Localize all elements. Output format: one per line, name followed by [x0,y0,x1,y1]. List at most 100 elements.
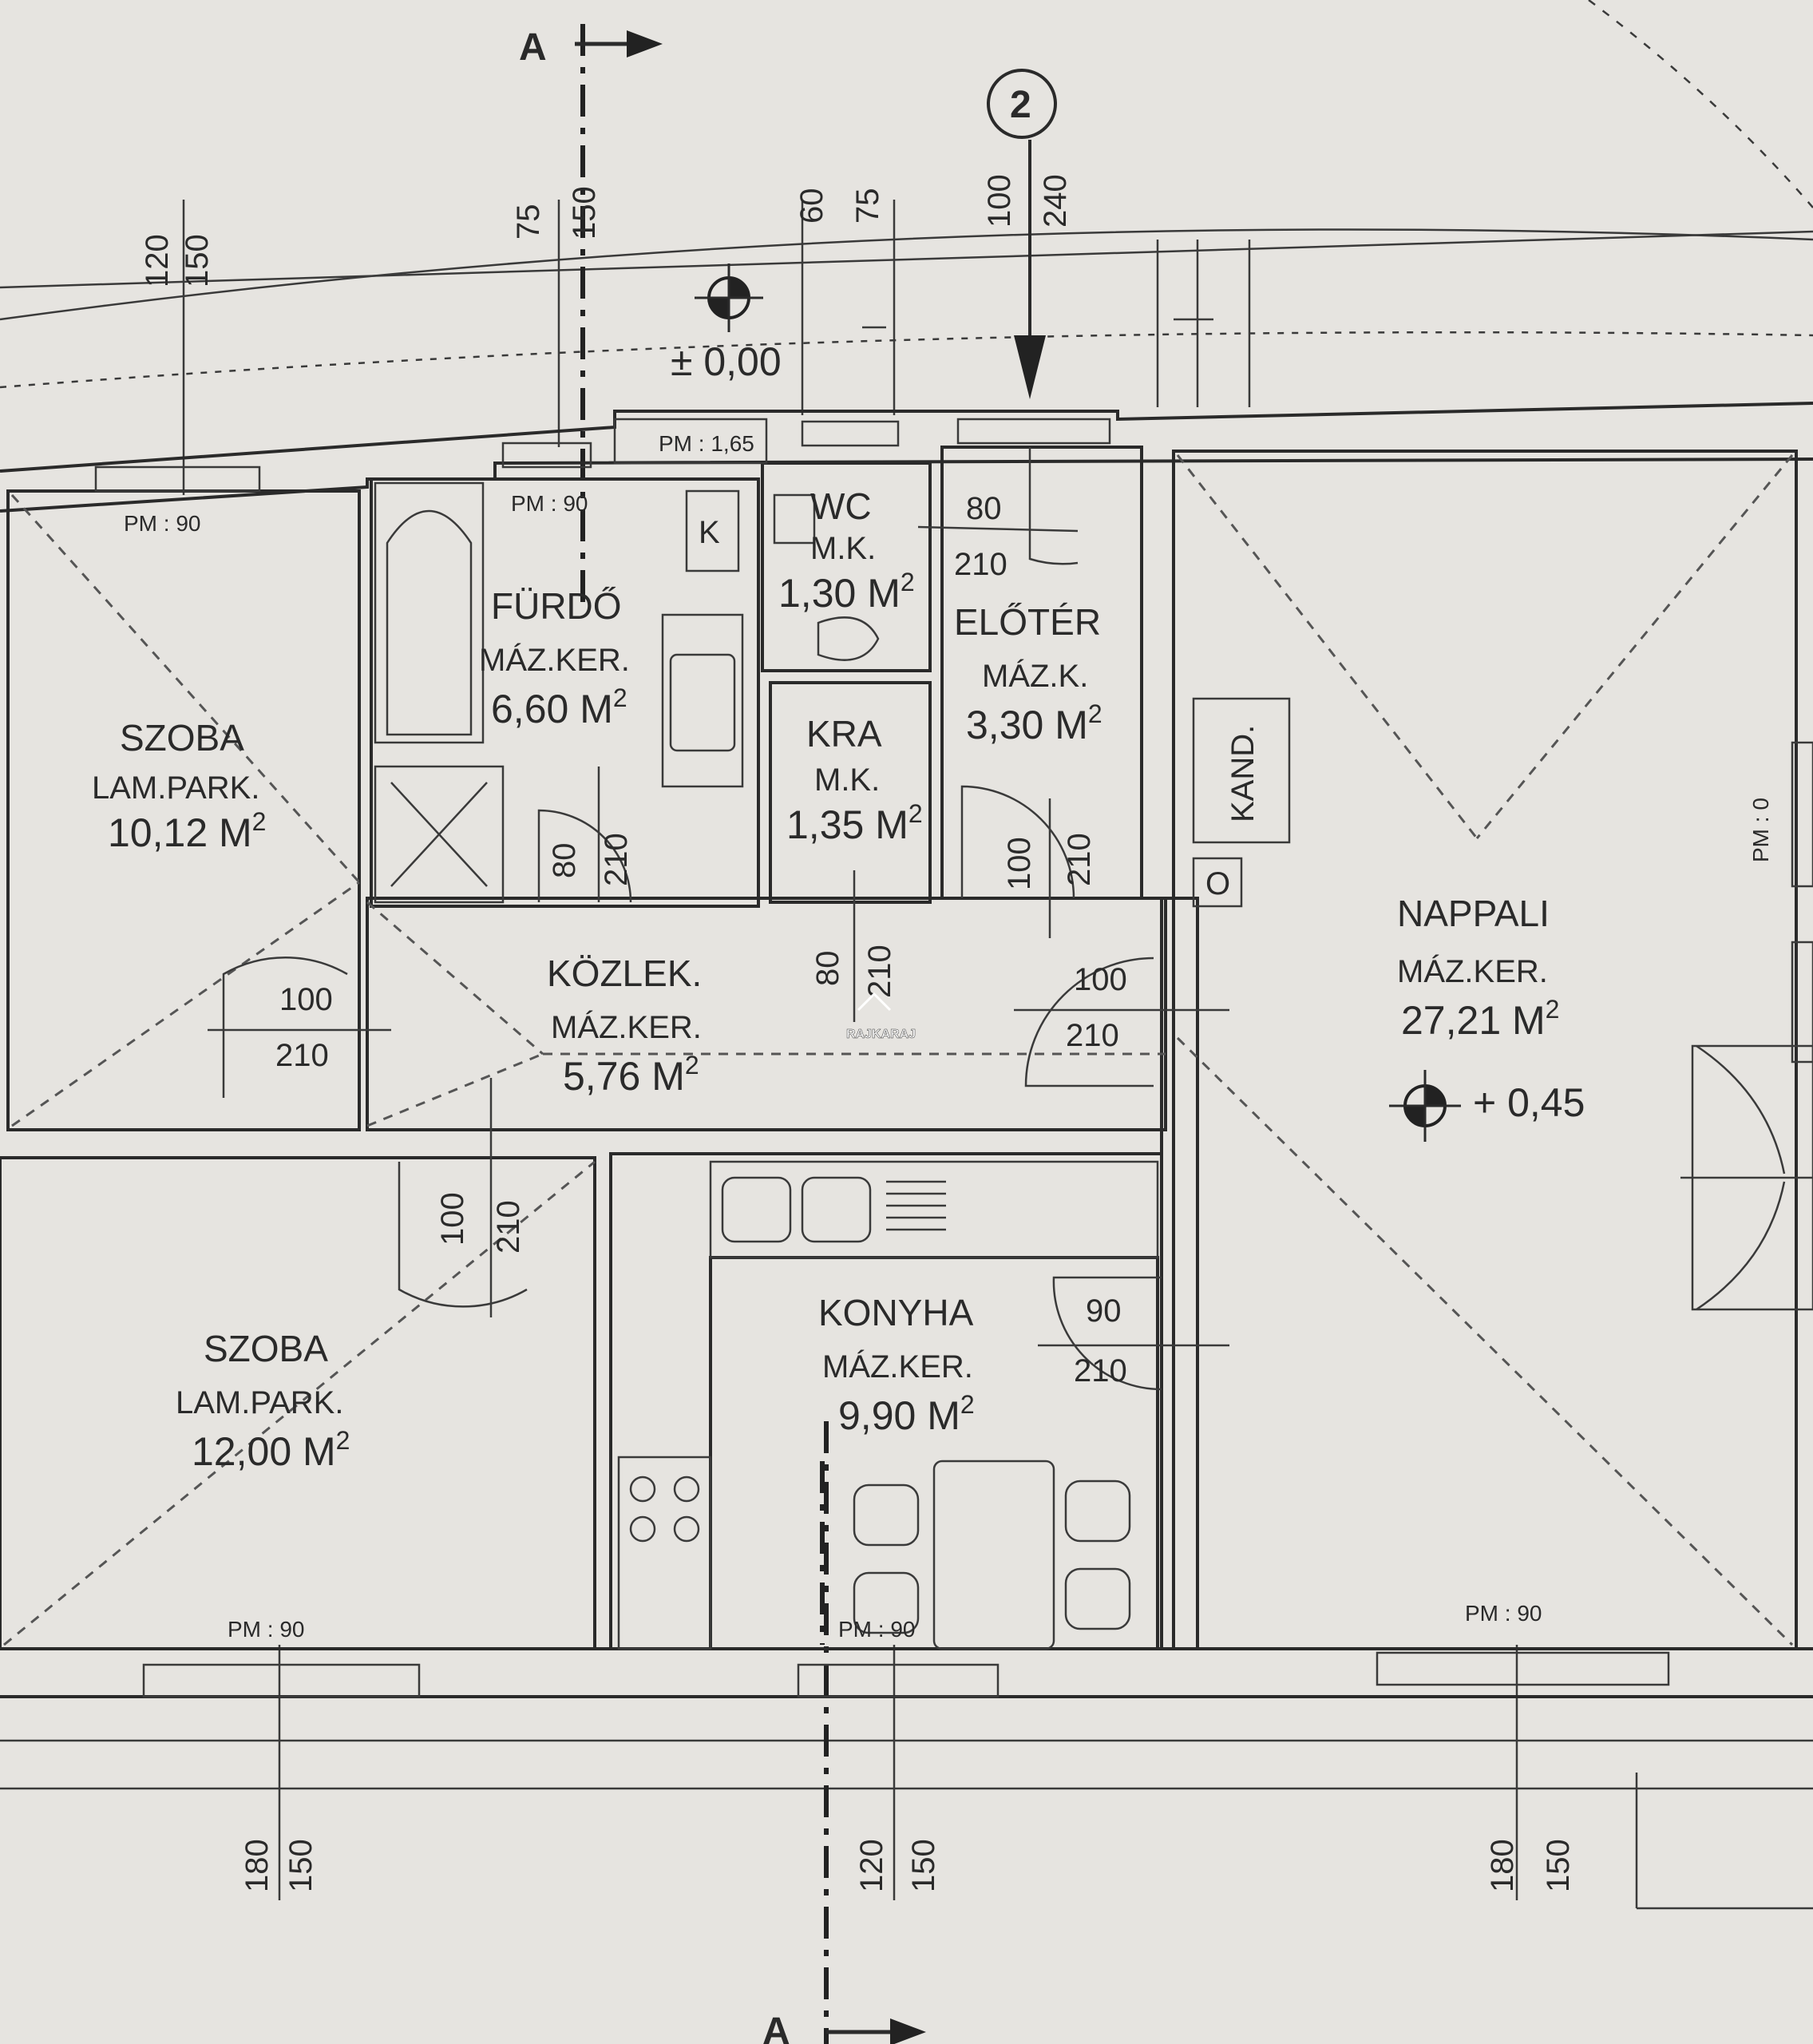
pm-90-furdo: PM : 90 [511,491,588,516]
area-nappali: 27,21 M2 [1401,995,1559,1043]
room-wc: WC M.K. 1,30 M2 [778,485,915,616]
area-szoba-1: 10,12 M2 [108,807,266,855]
top-dim-3a: 60 [794,188,829,224]
area-kozlek: 5,76 M2 [563,1051,699,1099]
fixture-o-box [1192,857,1243,908]
level-marker-outside-icon [695,263,763,332]
door-eloter-top-width: 80 [966,491,1002,526]
door-kra-height: 210 [862,945,897,998]
door-szoba-2-width: 100 [435,1192,470,1246]
svg-text:M.K.: M.K. [814,763,880,798]
area-konyha: 9,90 M2 [838,1390,975,1438]
bottom-dim-3a: 180 [1485,1839,1520,1892]
top-dim-2b: 150 [567,186,602,240]
fixture-k: K [699,515,720,550]
svg-text:2: 2 [1010,84,1031,126]
area-eloter: 3,30 M2 [966,699,1102,747]
svg-text:SZOBA: SZOBA [204,1328,328,1369]
bottom-dim-2b: 150 [906,1839,941,1892]
svg-text:M.K.: M.K. [810,531,876,566]
room-furdo: FÜRDŐ MÁZ.KER. 6,60 M2 [479,585,630,731]
door-szoba-1-width: 100 [279,982,333,1017]
bottom-dim-2a: 120 [854,1839,889,1892]
shower-icon [374,765,505,904]
watermark-logo: RAJKARAJ [846,992,916,1041]
top-dim-4b: 240 [1038,174,1073,228]
door-eloter-height: 210 [1062,833,1097,886]
pm-90-bottom-left: PM : 90 [228,1617,304,1642]
level-outside: ± 0,00 [671,339,782,384]
svg-text:MÁZ.KER.: MÁZ.KER. [551,1009,702,1045]
area-wc: 1,30 M2 [778,568,915,616]
section-arrow-bottom-icon [826,2018,926,2044]
room-diagonals [3,454,1794,1646]
right-guide-arc [1588,0,1813,208]
bottom-dim-1b: 150 [283,1839,319,1892]
fixture-o: O [1205,866,1230,901]
svg-text:WC: WC [810,485,872,527]
building-walls [0,402,1813,1698]
section-label-top: A [519,26,547,69]
balcony-door-icon [1680,1044,1813,1311]
door-furdo-height: 210 [599,833,634,886]
pm-165-box [613,418,768,465]
svg-text:NAPPALI: NAPPALI [1397,893,1550,934]
bottom-dim-1a: 180 [239,1839,275,1892]
pm-90-top-left: PM : 90 [124,511,200,536]
svg-text:MÁZ.KER.: MÁZ.KER. [1397,953,1548,989]
room-kra: KRA M.K. 1,35 M2 [786,713,923,847]
svg-text:SZOBA: SZOBA [120,717,244,759]
axis-marker-2: 2 [987,69,1057,399]
level-nappali: + 0,45 [1473,1080,1585,1125]
top-dim-2a: 75 [511,204,546,240]
area-kra: 1,35 M2 [786,799,923,847]
top-dim-3b: 75 [850,188,885,224]
door-szoba-1-height: 210 [275,1038,329,1073]
door-szoba-2-height: 210 [491,1200,526,1254]
door-nappali-height: 210 [1066,1018,1119,1053]
bottom-dimension-lines [0,1645,1813,1910]
door-furdo-width: 80 [547,843,582,879]
svg-text:LAM.PARK.: LAM.PARK. [176,1385,343,1420]
boiler-kand-icon [1192,697,1291,844]
door-swings [208,447,1229,1391]
door-kra-width: 80 [810,951,845,987]
door-konyha-width: 90 [1086,1293,1122,1329]
section-arrow-top-icon [575,30,663,57]
area-szoba-2: 12,00 M2 [192,1426,350,1474]
area-furdo: 6,60 M2 [491,683,627,731]
watermark-text: RAJKARAJ [846,1028,916,1041]
door-nappali-width: 100 [1074,962,1127,997]
svg-text:ELŐTÉR: ELŐTÉR [954,601,1101,643]
section-label-bottom: A [762,2010,790,2044]
pm-90-bottom-right: PM : 90 [1465,1601,1542,1626]
door-eloter-width: 100 [1002,837,1037,890]
top-dim-1b: 150 [180,234,215,287]
bathtub-icon [374,481,485,744]
door-konyha-height: 210 [1074,1353,1127,1388]
room-eloter: ELŐTÉR MÁZ.K. 3,30 M2 [954,601,1102,747]
toilet-icon [773,493,1079,661]
bottom-dim-3b: 150 [1541,1839,1576,1892]
svg-text:KONYHA: KONYHA [818,1292,974,1333]
room-szoba-2: SZOBA LAM.PARK. 12,00 M2 [176,1328,350,1474]
top-dim-4a: 100 [982,174,1017,228]
door-eloter-top-height: 210 [954,547,1007,582]
room-szoba-1: SZOBA LAM.PARK. 10,12 M2 [92,717,266,855]
top-dimension-lines [0,200,1813,495]
top-dim-1a: 120 [140,234,175,287]
pm-90-bottom-mid: PM : 90 [838,1617,915,1642]
dining-table-icon [853,1460,1131,1650]
svg-text:MÁZ.KER.: MÁZ.KER. [479,642,630,678]
svg-text:KRA: KRA [806,713,882,755]
svg-text:MÁZ.KER.: MÁZ.KER. [822,1349,973,1384]
svg-text:KÖZLEK.: KÖZLEK. [547,953,702,994]
washbasin-icon [661,613,744,788]
svg-text:LAM.PARK.: LAM.PARK. [92,770,259,806]
svg-text:FÜRDŐ: FÜRDŐ [491,585,622,627]
room-kozlek: KÖZLEK. MÁZ.KER. 5,76 M2 [547,953,702,1099]
pm-165: PM : 1,65 [659,431,754,456]
fixture-kand: KAND. [1225,725,1261,822]
level-marker-nappali-icon [1389,1070,1461,1142]
